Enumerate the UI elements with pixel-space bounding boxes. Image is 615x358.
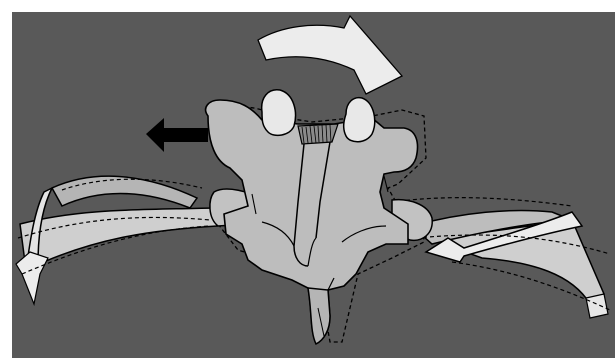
vertebra-rotation-diagram <box>12 12 615 358</box>
left-facet <box>262 90 296 136</box>
right-facet <box>344 98 375 142</box>
diagram-panel <box>12 12 615 358</box>
